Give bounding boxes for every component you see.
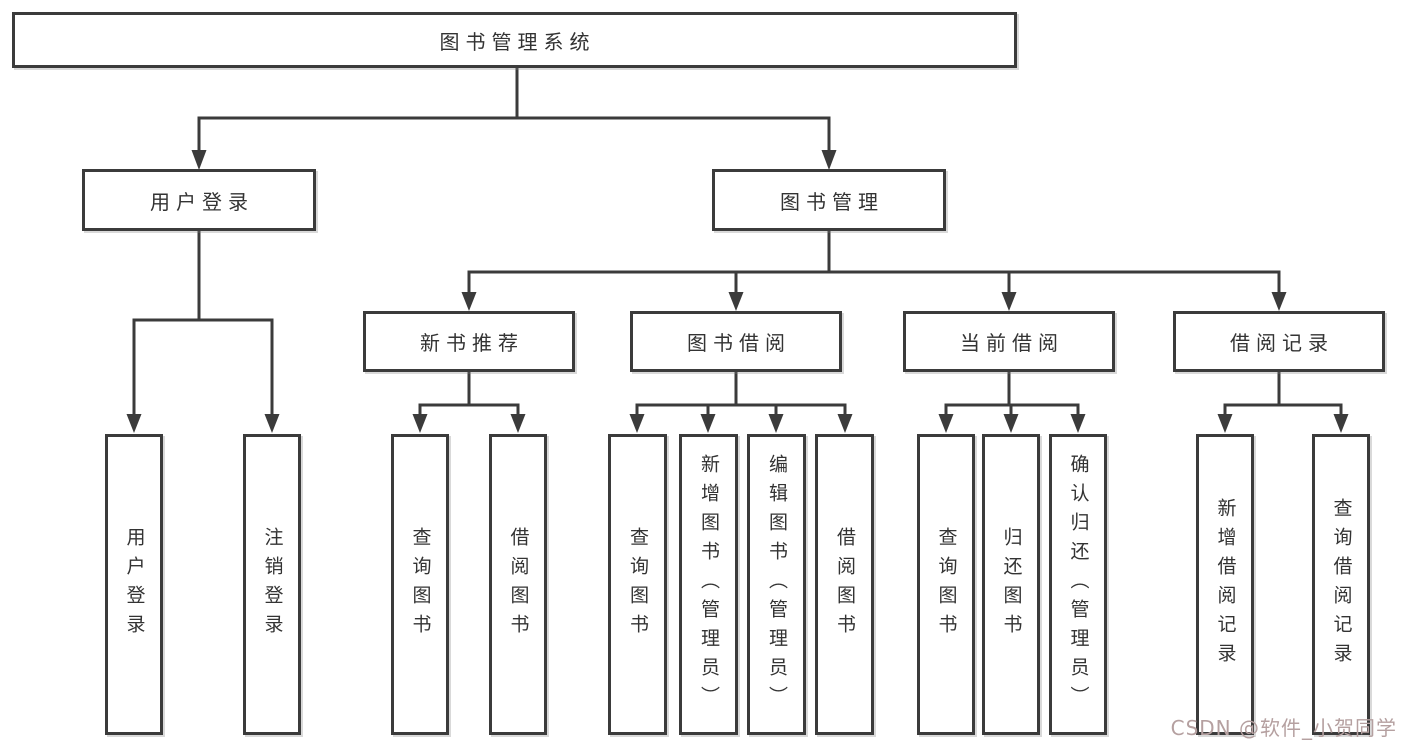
arrowheads xyxy=(126,150,1349,433)
leaf-return-book: 归还图书 xyxy=(982,434,1040,735)
leaf-user-login: 用户登录 xyxy=(105,434,163,735)
node-book-borrow: 图书借阅 xyxy=(630,311,842,372)
connector-borrow-record xyxy=(1223,370,1343,418)
connector-current-borrow xyxy=(944,370,1080,418)
csdn-watermark: CSDN @软件_小贺同学 xyxy=(1170,716,1397,740)
leaf-add-book-admin: 新增图书（管理员） xyxy=(679,434,738,735)
connector-root xyxy=(197,66,831,153)
leaf-query-book-current: 查询图书 xyxy=(917,434,975,735)
leaf-query-borrow-record: 查询借阅记录 xyxy=(1312,434,1370,735)
leaf-confirm-return-admin: 确认归还（管理员） xyxy=(1049,434,1107,735)
node-current-borrow: 当前借阅 xyxy=(903,311,1115,372)
node-book-management: 图书管理 xyxy=(712,169,946,231)
connector-user-login xyxy=(132,229,274,417)
leaf-borrow-book: 借阅图书 xyxy=(815,434,874,735)
leaf-edit-book-admin: 编辑图书（管理员） xyxy=(747,434,806,735)
leaf-add-borrow-record: 新增借阅记录 xyxy=(1196,434,1254,735)
leaf-borrow-book-recommend: 借阅图书 xyxy=(489,434,547,735)
connector-book-borrow xyxy=(635,370,847,418)
node-new-book-recommend: 新书推荐 xyxy=(363,311,575,372)
leaf-query-book-recommend: 查询图书 xyxy=(391,434,449,735)
leaf-logout-login: 注销登录 xyxy=(243,434,301,735)
node-root: 图书管理系统 xyxy=(12,12,1017,68)
connector-new-book-recommend xyxy=(418,370,520,418)
node-user-login: 用户登录 xyxy=(82,169,316,231)
leaf-query-book-borrow: 查询图书 xyxy=(608,434,667,735)
node-borrow-record: 借阅记录 xyxy=(1173,311,1385,372)
connector-book-management xyxy=(467,229,1281,295)
